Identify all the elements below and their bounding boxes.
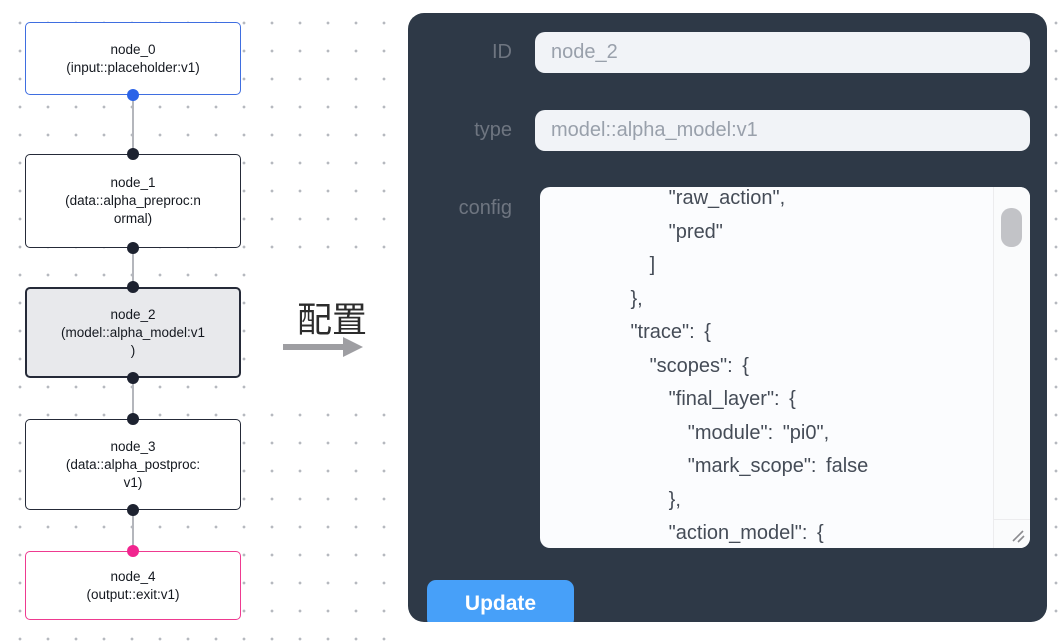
node-port[interactable] xyxy=(127,281,139,293)
flow-node-node_3[interactable]: node_3(data::alpha_postproc:v1) xyxy=(25,419,241,510)
annotation-background-mask xyxy=(266,264,402,404)
node-port[interactable] xyxy=(127,372,139,384)
flow-node-node_2[interactable]: node_2(model::alpha_model:v1) xyxy=(25,287,241,378)
node-label-line: (data::alpha_postproc: xyxy=(65,456,201,472)
update-button[interactable]: Update xyxy=(427,580,574,622)
background-mask xyxy=(408,622,1062,643)
scrollbar-track[interactable] xyxy=(993,187,1030,519)
node-label-line: (data::alpha_preproc:n xyxy=(65,193,201,208)
node-label-line: (input::placeholder:v1) xyxy=(66,59,200,75)
node-label-line: node_0 xyxy=(110,41,156,57)
node-label-line: (output::exit:v1) xyxy=(86,586,180,602)
node-label-line: node_3 xyxy=(110,438,156,454)
id-field-label: ID xyxy=(492,41,512,63)
node-label-line: node_2 xyxy=(110,306,156,322)
node-label-line: v1) xyxy=(123,474,143,490)
node-label-line: node_4 xyxy=(110,568,156,584)
node-port[interactable] xyxy=(127,242,139,254)
node-port[interactable] xyxy=(127,504,139,516)
type-field-label: type xyxy=(474,119,512,141)
node-label-line: ormal) xyxy=(113,211,153,226)
config-textarea[interactable]: "raw_action", "pred" ] }, "trace": { "sc… xyxy=(540,187,1030,548)
node-port[interactable] xyxy=(127,89,139,101)
id-input[interactable] xyxy=(535,32,1030,73)
node-label-line: (model::alpha_model:v1 xyxy=(60,324,206,340)
node-config-panel: ID type config "raw_action", "pred" ] },… xyxy=(408,13,1047,622)
right-arrow-icon xyxy=(283,337,363,357)
config-field-label: config xyxy=(458,197,512,219)
node-port[interactable] xyxy=(127,545,139,557)
edge-connector[interactable] xyxy=(132,95,134,154)
scrollbar-thumb[interactable] xyxy=(1001,208,1022,247)
edge-connector[interactable] xyxy=(132,510,134,551)
edge-connector[interactable] xyxy=(132,248,134,287)
node-port[interactable] xyxy=(127,413,139,425)
flow-node-node_4[interactable]: node_4(output::exit:v1) xyxy=(25,551,241,620)
node-label-line: ) xyxy=(130,342,136,358)
node-label-line: node_1 xyxy=(110,175,156,190)
edge-connector[interactable] xyxy=(132,378,134,419)
node-port[interactable] xyxy=(127,148,139,160)
flow-node-node_0[interactable]: node_0(input::placeholder:v1) xyxy=(25,22,241,95)
config-annotation-label: 配置 xyxy=(296,301,367,341)
type-input[interactable] xyxy=(535,110,1030,151)
config-text: "raw_action", "pred" ] }, "trace": { "sc… xyxy=(630,187,869,544)
resize-grip-icon[interactable] xyxy=(1009,527,1027,545)
scrollbar-corner xyxy=(993,519,1030,548)
